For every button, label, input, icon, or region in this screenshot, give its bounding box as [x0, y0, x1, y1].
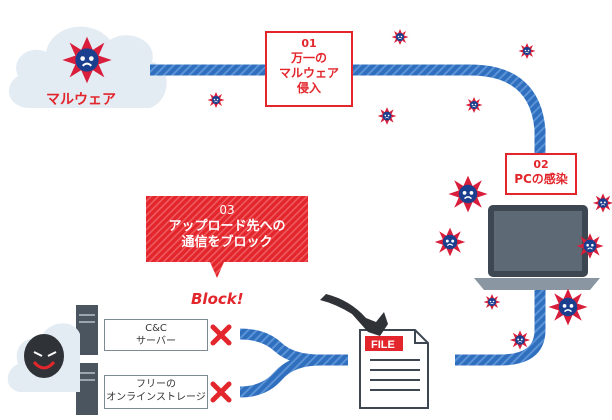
- virus-icon: [592, 193, 612, 213]
- online-storage-label: フリーの オンラインストレージ: [104, 375, 208, 409]
- virus-icon: [547, 287, 589, 327]
- step-03-box: 03 アップロード先への 通信をブロック: [146, 196, 308, 262]
- hand-shadow: [320, 294, 388, 336]
- virus-icon: [509, 330, 531, 350]
- server-stack: [76, 305, 98, 415]
- step-01-text: 万一の マルウェア 侵入: [278, 50, 339, 95]
- upload-pipe: [455, 290, 546, 366]
- virus-icon: [447, 174, 489, 214]
- file-document: [359, 329, 429, 409]
- file-label: FILE: [371, 339, 395, 351]
- block-speech-bubble: [146, 196, 308, 278]
- malware-cloud-label: マルウェア: [46, 92, 116, 108]
- block-label: Block!: [191, 290, 244, 308]
- malware-cloud: [8, 26, 167, 109]
- step-02-number: 02: [533, 158, 549, 171]
- step-02-text: PCの感染: [514, 171, 568, 186]
- step-03-text: アップロード先への 通信をブロック: [168, 218, 286, 251]
- infection-pipe: [150, 64, 546, 190]
- attacker: [7, 323, 81, 392]
- step-02-box: 02 PCの感染: [505, 153, 577, 195]
- virus-icon: [391, 28, 409, 46]
- laptop: [474, 205, 600, 290]
- step-03-number: 03: [219, 203, 235, 217]
- split-pipe-lower: [239, 354, 321, 398]
- virus-icon: [483, 293, 501, 311]
- cc-server-label: C&C サーバー: [104, 319, 208, 351]
- step-01-box: 01 万一の マルウェア 侵入: [265, 31, 353, 107]
- virus-icon: [207, 91, 225, 109]
- virus-icon: [465, 96, 483, 114]
- block-x-marks: [210, 324, 232, 403]
- virus-icon: [434, 227, 466, 257]
- step-01-number: 01: [301, 37, 317, 50]
- virus-icon: [377, 106, 397, 126]
- virus-icon: [518, 42, 536, 60]
- split-pipe-upper: [239, 328, 348, 366]
